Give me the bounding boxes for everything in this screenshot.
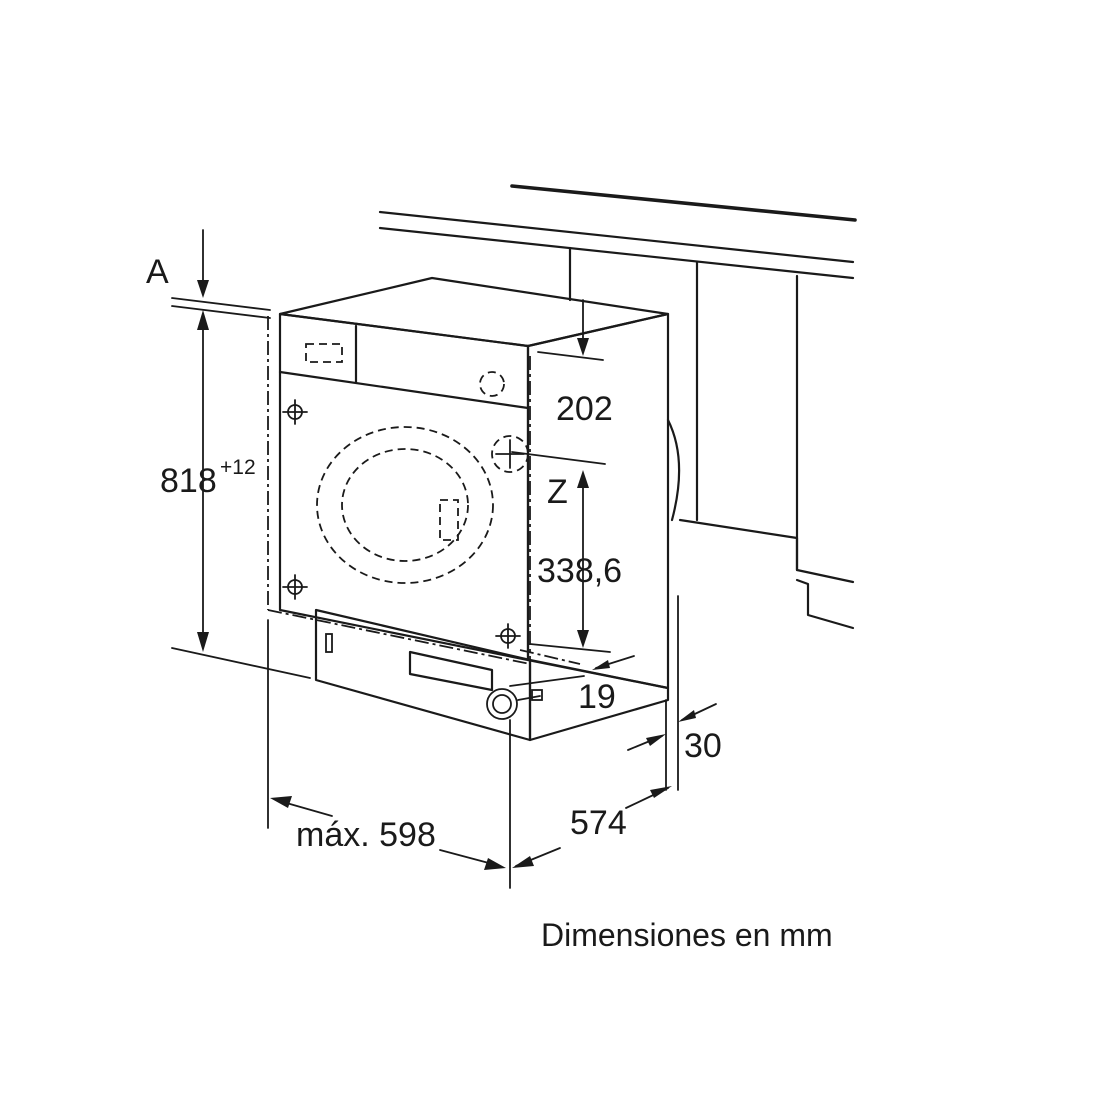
door-porthole	[316, 426, 494, 584]
label-height: 818	[160, 462, 217, 500]
door-hinge	[491, 435, 529, 473]
plinth	[314, 608, 670, 742]
label-depth: 574	[570, 804, 627, 842]
control-panel	[278, 324, 530, 410]
label-height-tolerance: +12	[220, 456, 256, 479]
mounting-points	[282, 399, 521, 649]
installation-niche	[267, 316, 581, 665]
label-top-offset: 202	[556, 390, 613, 428]
label-rear-gap: 30	[684, 727, 722, 765]
kitchen-cabinet	[378, 184, 857, 630]
label-foot-inset: 19	[578, 678, 616, 716]
dimension-lines	[171, 229, 717, 889]
label-z: Z	[547, 473, 568, 511]
units-caption: Dimensiones en mm	[541, 917, 833, 953]
label-width: máx. 598	[296, 816, 436, 854]
washing-machine	[278, 276, 681, 742]
label-a: A	[146, 253, 169, 291]
label-hinge-height: 338,6	[537, 552, 622, 590]
